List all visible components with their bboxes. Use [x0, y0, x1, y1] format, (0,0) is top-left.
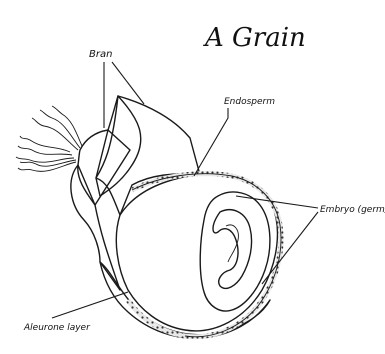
diagram-title: A Grain — [203, 23, 306, 53]
bran-flap — [96, 96, 200, 215]
grain-left-body — [71, 165, 120, 290]
aleurone-leader — [52, 292, 128, 318]
endosperm-region — [116, 173, 277, 331]
label-embryo: Embryo (germ) — [320, 205, 385, 215]
aleurone-band — [128, 174, 281, 337]
embryo-leader-top — [236, 196, 318, 208]
label-aleurone: Aleurone layer — [23, 323, 91, 333]
grain-underside-shading — [100, 262, 270, 338]
label-bran: Bran — [89, 49, 112, 60]
label-endosperm: Endosperm — [224, 97, 275, 107]
embryo-inner-fold — [213, 210, 252, 289]
label-leaders — [52, 62, 318, 318]
brush-hairs — [16, 106, 82, 171]
embryo-leader-bottom — [262, 212, 318, 284]
endosperm-leader — [194, 108, 228, 176]
aleurone-band-outline — [132, 174, 281, 337]
